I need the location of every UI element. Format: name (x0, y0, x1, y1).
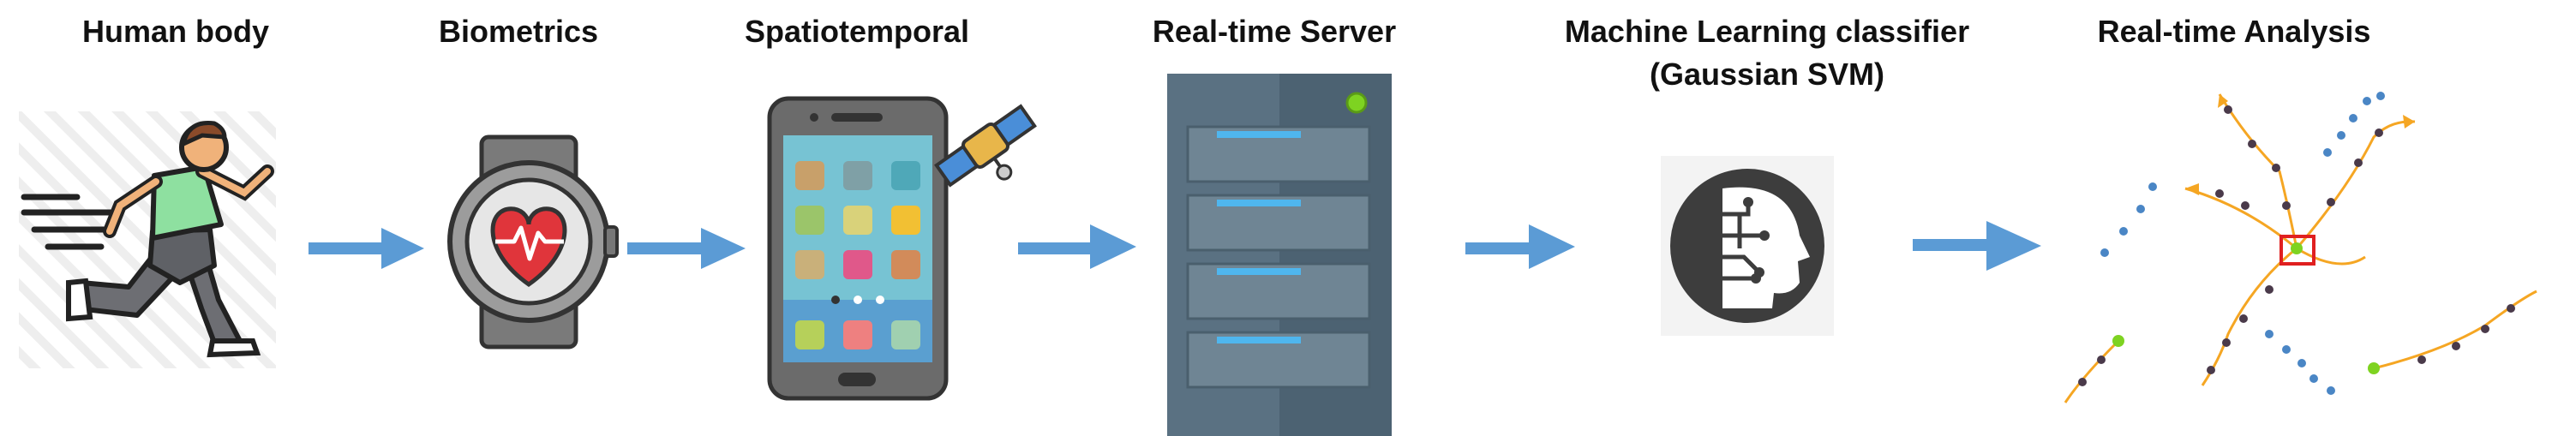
stage-label-realtime-analysis: Real-time Analysis (2097, 14, 2371, 49)
flow-arrow-5 (1913, 221, 2041, 271)
stage-label-ml-classifier: Machine Learning classifier (1564, 14, 1970, 49)
flow-arrow-4 (1465, 224, 1575, 269)
flow-arrow-3 (1018, 224, 1136, 269)
stage-sublabel-ml-classifier: (Gaussian SVM) (1649, 57, 1885, 92)
server-tower-icon (1167, 74, 1392, 436)
flow-arrow-2 (627, 228, 746, 269)
stage-label-human-body: Human body (81, 14, 270, 49)
heart-rate-watch-icon (447, 134, 619, 349)
stage-label-server: Real-time Server (1152, 14, 1397, 49)
flow-arrow-1 (309, 228, 424, 269)
ai-head-icon (1661, 156, 1834, 336)
trajectory-graph-icon (2064, 92, 2537, 403)
stage-label-spatiotemporal: Spatiotemporal (744, 14, 970, 49)
stage-label-biometrics: Biometrics (438, 14, 599, 49)
running-man-icon (19, 111, 276, 368)
smartphone-satellite-icon (767, 96, 1037, 401)
